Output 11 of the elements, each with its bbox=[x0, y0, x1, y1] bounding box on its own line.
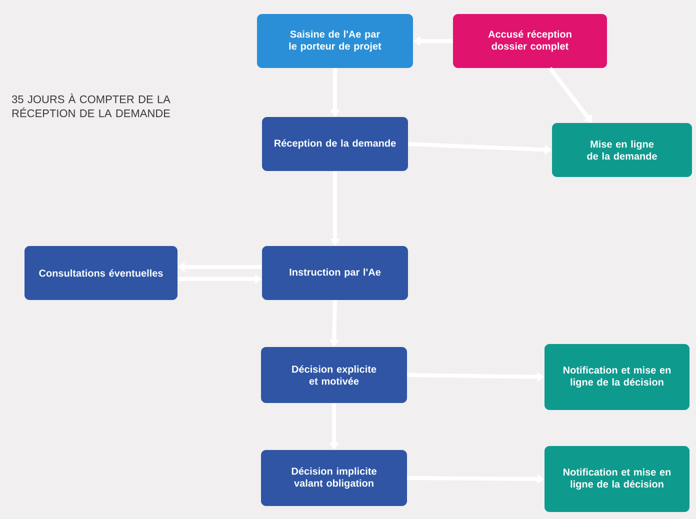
process-box: Réception de la demande bbox=[262, 117, 408, 171]
process-box: Décision implicite valant obligation bbox=[261, 450, 407, 506]
process-box: Saisine de l'Ae par le porteur de projet bbox=[257, 14, 413, 68]
process-box: Décision explicite et motivée bbox=[261, 347, 407, 403]
output-box: Mise en ligne de la demande bbox=[552, 123, 692, 177]
process-box: Accusé réception dossier complet bbox=[453, 14, 607, 68]
process-box: Consultations éventuelles bbox=[24, 246, 178, 300]
process-box: Instruction par l'Ae bbox=[262, 246, 408, 300]
note-text: 35 JOURS À COMPTER DE LA RÉCEPTION DE LA DEMANDE bbox=[12, 94, 170, 118]
output-box: Notification et mise en ligne de la décision bbox=[544, 446, 690, 512]
output-box: Notification et mise en ligne de la décision bbox=[544, 344, 690, 410]
